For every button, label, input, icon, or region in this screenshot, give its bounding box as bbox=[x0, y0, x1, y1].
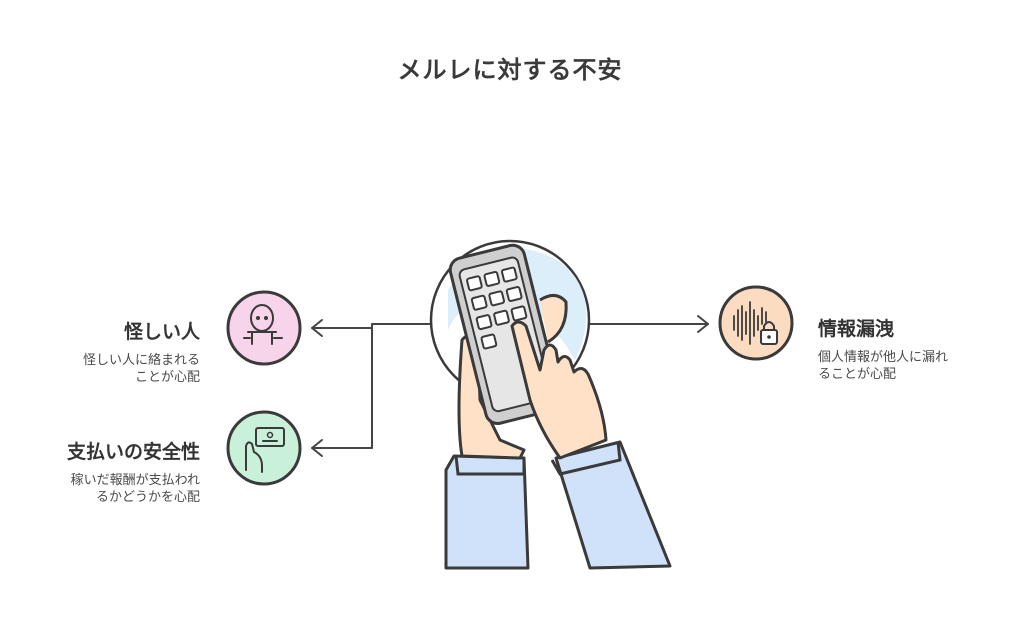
node-desc-line: るかどうかを心配 bbox=[95, 490, 200, 505]
node-title-payment: 支払いの安全性 bbox=[66, 441, 200, 463]
connector-right bbox=[589, 315, 709, 333]
node-title-suspicious: 怪しい人 bbox=[123, 321, 200, 343]
node-title-leak: 情報漏洩 bbox=[818, 318, 895, 340]
connector-left bbox=[311, 319, 431, 457]
node-desc-line: 個人情報が他人に漏れ bbox=[818, 350, 949, 365]
soundwave-lock-icon bbox=[718, 285, 794, 361]
node-desc-leak: 個人情報が他人に漏れ ることが心配 bbox=[818, 349, 948, 383]
hand-card-icon bbox=[226, 410, 302, 486]
node-desc-line: ることが心配 bbox=[818, 367, 897, 382]
alien-icon bbox=[226, 290, 302, 366]
node-desc-line: 怪しい人に絡まれる bbox=[82, 353, 200, 368]
node-desc-line: ことが心配 bbox=[134, 370, 200, 385]
node-desc-payment: 稼いだ報酬が支払われ るかどうかを心配 bbox=[71, 472, 200, 506]
diagram-title: メルレに対する不安 bbox=[397, 56, 623, 84]
node-desc-suspicious: 怪しい人に絡まれる ことが心配 bbox=[83, 352, 200, 386]
node-desc-line: 稼いだ報酬が支払われ bbox=[70, 473, 200, 488]
hands-smartphone-icon bbox=[429, 239, 672, 570]
